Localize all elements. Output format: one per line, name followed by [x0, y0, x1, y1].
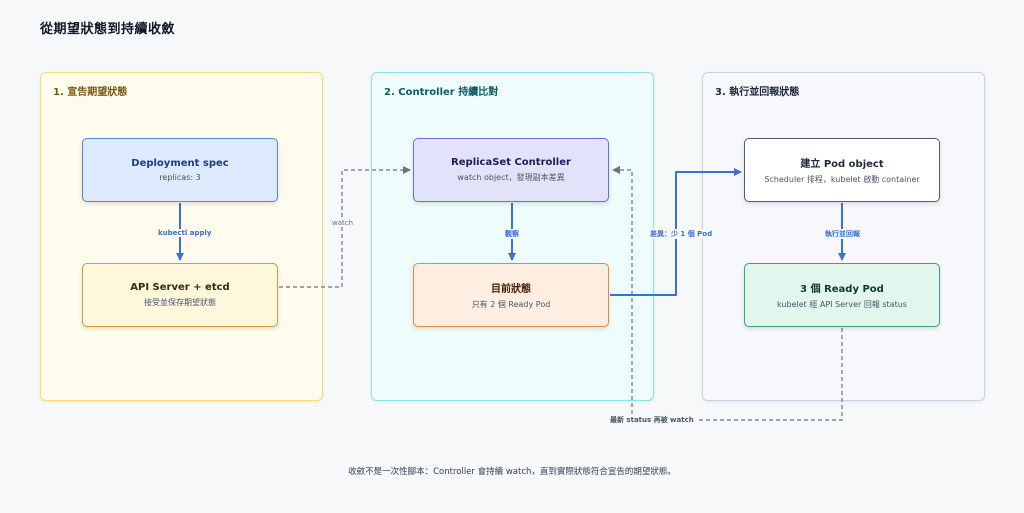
- replicaset-controller-node: ReplicaSet Controller watch object，發現副本差…: [413, 138, 609, 202]
- node-subtitle: kubelet 經 API Server 回報 status: [777, 300, 907, 309]
- node-subtitle: replicas: 3: [159, 173, 201, 182]
- create-pod-node: 建立 Pod object Scheduler 排程，kubelet 啟動 co…: [744, 138, 940, 202]
- edge-label-watch: watch: [330, 219, 356, 227]
- panel-title: 3. 執行並回報狀態: [715, 87, 800, 98]
- edge-label-apply: kubectl apply: [156, 229, 214, 237]
- node-subtitle: 接受並保存期望狀態: [144, 298, 216, 307]
- node-title: API Server + etcd: [130, 282, 230, 293]
- node-subtitle: Scheduler 排程，kubelet 啟動 container: [764, 175, 920, 184]
- edge-label-diff: 差異：少 1 個 Pod: [648, 229, 715, 239]
- edge-label-observe: 觀察: [503, 229, 521, 239]
- edge-label-execute: 執行並回報: [823, 229, 862, 239]
- node-title: 3 個 Ready Pod: [800, 284, 884, 295]
- ready-pods-node: 3 個 Ready Pod kubelet 經 API Server 回報 st…: [744, 263, 940, 327]
- panel-title: 1. 宣告期望狀態: [53, 87, 128, 98]
- node-subtitle: watch object，發現副本差異: [457, 173, 565, 182]
- edge-watch: [279, 166, 411, 288]
- node-title: Deployment spec: [131, 158, 229, 169]
- panel-title: 2. Controller 持續比對: [384, 87, 499, 98]
- deployment-spec-node: Deployment spec replicas: 3: [82, 138, 278, 202]
- node-title: ReplicaSet Controller: [451, 157, 571, 168]
- diagram-title: 從期望狀態到持續收斂: [40, 22, 176, 37]
- node-subtitle: 只有 2 個 Ready Pod: [471, 300, 551, 309]
- footer-note: 收斂不是一次性腳本：Controller 會持續 watch，直到實際狀態符合宣…: [348, 467, 676, 477]
- node-title: 目前狀態: [491, 284, 531, 295]
- current-state-node: 目前狀態 只有 2 個 Ready Pod: [413, 263, 609, 327]
- edge-label-feedback: 最新 status 再被 watch: [608, 415, 696, 425]
- api-server-node: API Server + etcd 接受並保存期望狀態: [82, 263, 278, 327]
- node-title: 建立 Pod object: [800, 159, 884, 170]
